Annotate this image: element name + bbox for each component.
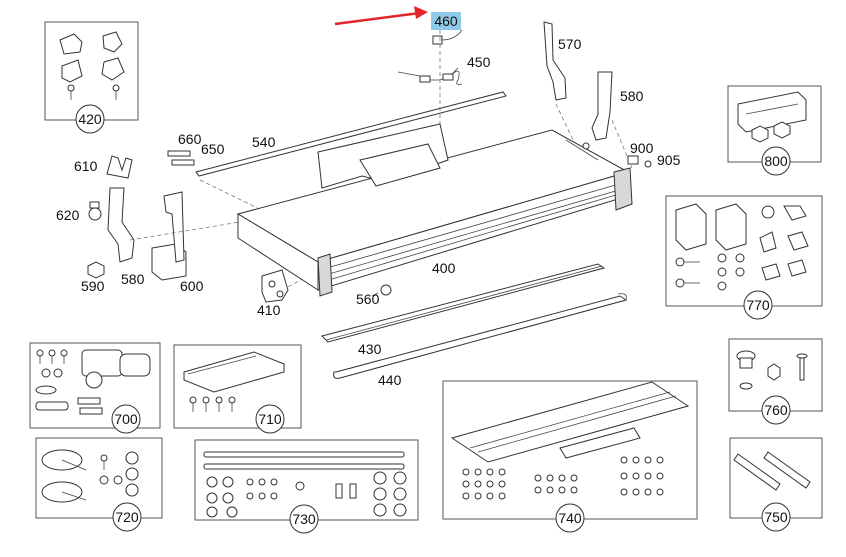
label-400[interactable]: 400 [432, 260, 456, 276]
label-660[interactable]: 660 [178, 131, 202, 147]
part-440[interactable] [333, 293, 628, 379]
label-460[interactable]: 460 [434, 13, 458, 29]
kit-label-760: 760 [764, 402, 788, 418]
part-620[interactable] [88, 201, 102, 221]
label-560[interactable]: 560 [356, 291, 380, 307]
kit-box-760[interactable]: 760 [728, 338, 823, 425]
label-570[interactable]: 570 [558, 36, 582, 52]
label-450[interactable]: 450 [467, 54, 491, 70]
label-440[interactable]: 440 [378, 372, 402, 388]
kit-box-770[interactable]: 770 [665, 195, 823, 320]
label-580-left[interactable]: 580 [121, 271, 145, 287]
part-430[interactable] [321, 263, 606, 343]
kit-box-720[interactable]: 720 [35, 437, 163, 532]
label-620[interactable]: 620 [56, 207, 80, 223]
part-590[interactable] [87, 261, 105, 279]
part-570[interactable] [543, 21, 567, 101]
kit-label-750: 750 [764, 509, 788, 525]
kit-box-710[interactable]: 710 [173, 344, 302, 434]
part-580-left[interactable] [107, 187, 135, 263]
part-610[interactable] [106, 155, 133, 179]
kit-box-740[interactable]: 740 [442, 380, 698, 533]
part-450[interactable] [397, 67, 463, 85]
kit-label-710: 710 [258, 411, 282, 427]
part-560[interactable] [371, 284, 392, 297]
pointer-arrow [334, 6, 428, 26]
kit-label-720: 720 [115, 509, 139, 525]
kit-box-730[interactable]: 730 [194, 439, 419, 534]
label-410[interactable]: 410 [257, 302, 281, 318]
kit-label-730: 730 [292, 511, 316, 527]
kit-label-800: 800 [764, 153, 788, 169]
part-660[interactable] [167, 150, 195, 166]
kit-label-700: 700 [114, 411, 138, 427]
label-905[interactable]: 905 [657, 152, 681, 168]
label-580-right[interactable]: 580 [620, 88, 644, 104]
label-590[interactable]: 590 [81, 278, 105, 294]
part-580-right[interactable] [591, 71, 613, 141]
part-400-cassette[interactable] [236, 123, 633, 297]
part-410[interactable] [261, 269, 289, 303]
label-540[interactable]: 540 [252, 134, 276, 150]
label-600[interactable]: 600 [180, 278, 204, 294]
kit-label-420: 420 [78, 111, 102, 127]
part-540[interactable] [195, 91, 507, 177]
label-610[interactable]: 610 [74, 158, 98, 174]
kit-box-750[interactable]: 750 [729, 437, 823, 532]
kit-box-420[interactable]: 420 [44, 21, 139, 134]
kit-label-770: 770 [746, 297, 770, 313]
part-600[interactable] [151, 191, 187, 281]
kit-box-800[interactable]: 800 [727, 85, 822, 176]
highlight-460 [431, 12, 461, 30]
label-430[interactable]: 430 [358, 341, 382, 357]
label-650[interactable]: 650 [201, 141, 225, 157]
part-900-905[interactable] [627, 155, 652, 168]
kit-label-740: 740 [558, 510, 582, 526]
label-900[interactable]: 900 [630, 140, 654, 156]
part-460[interactable] [432, 29, 463, 45]
kit-box-700[interactable]: 700 [29, 342, 161, 434]
